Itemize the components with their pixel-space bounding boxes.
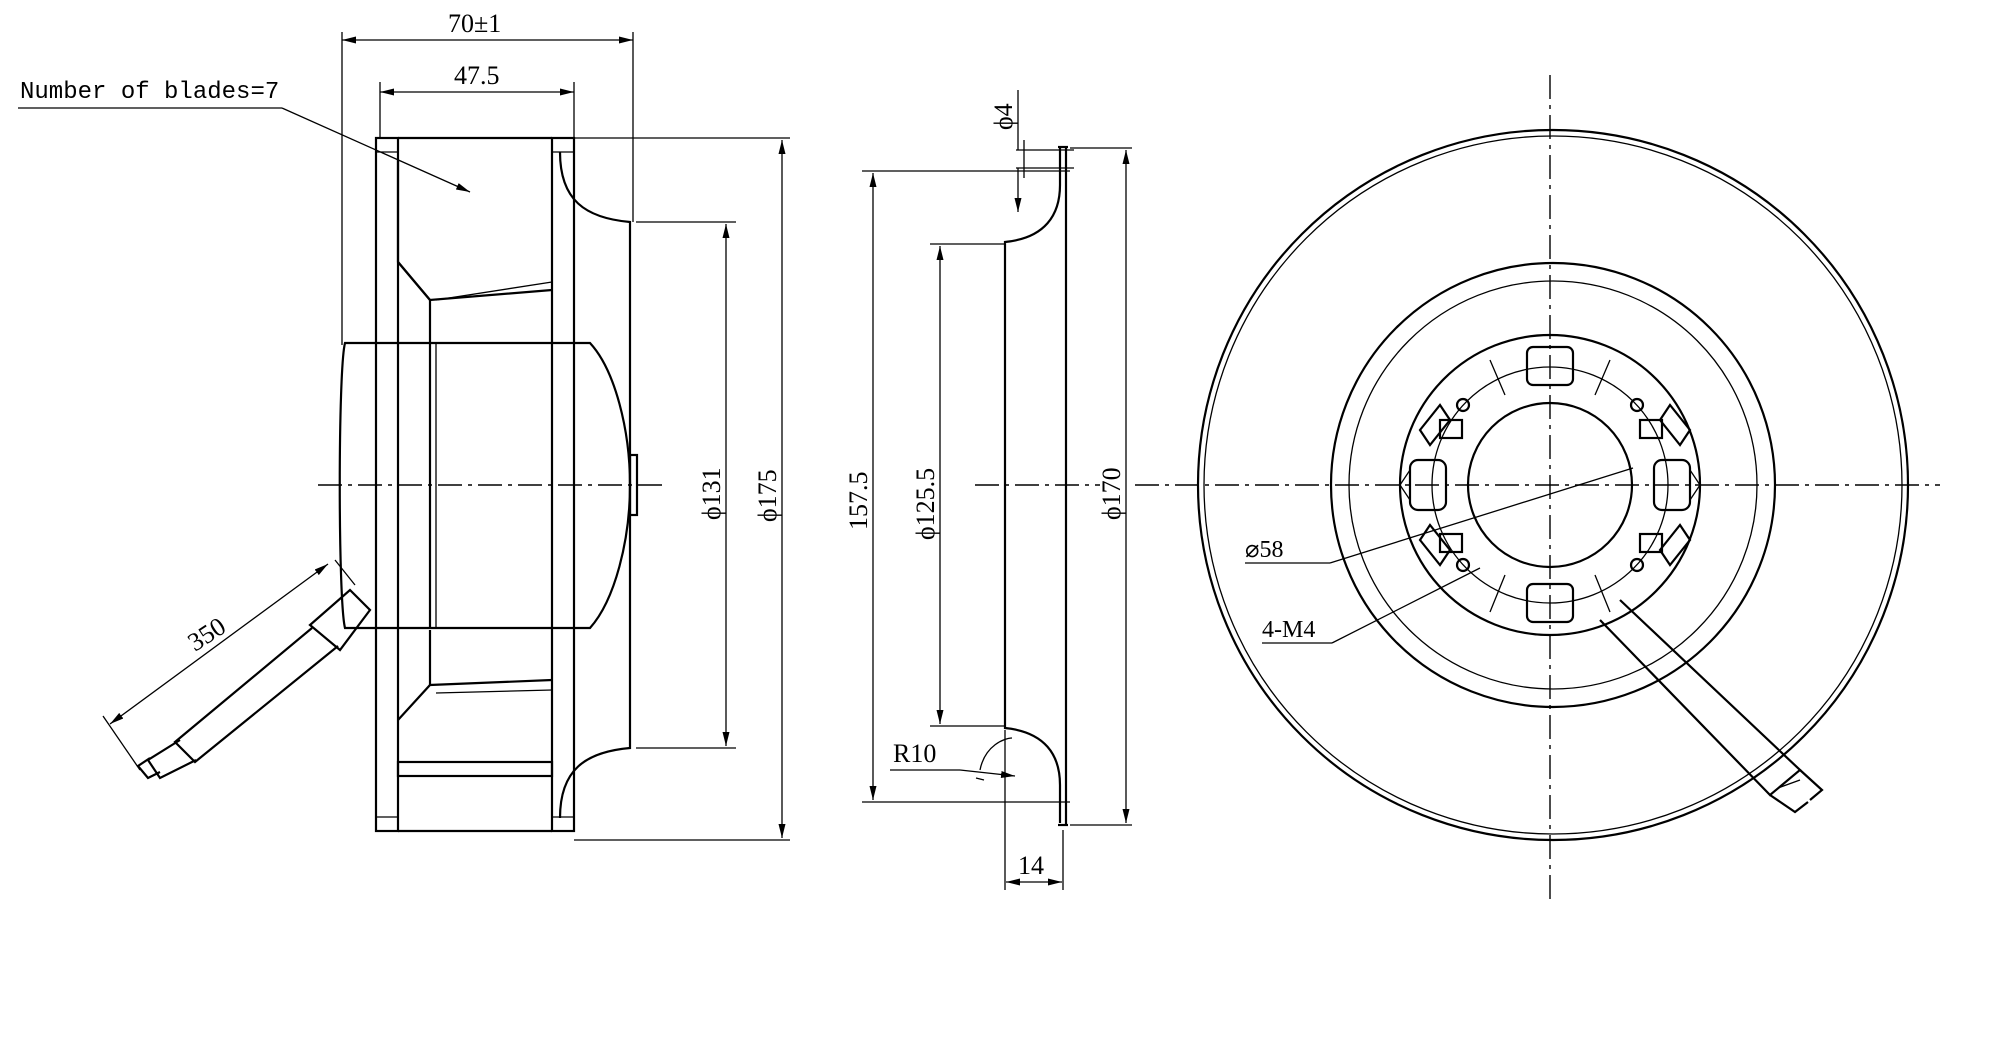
impeller-back-plate (374, 136, 400, 833)
overall-depth-label: 70±1 (448, 9, 501, 38)
blade-top (396, 160, 553, 302)
blade-strip (396, 760, 554, 778)
inner-diameter-label: ϕ131 (697, 467, 726, 520)
inlet-ring-section: 157.5 ϕ125.5 ϕ170 ϕ4 R10 14 (844, 90, 1132, 890)
ring-outer-diameter-label: ϕ170 (1097, 467, 1126, 520)
shroud-circle (1329, 261, 1777, 709)
impeller-depth-label: 47.5 (454, 61, 500, 90)
front-view: ⌀58 4-M4 (1135, 75, 1940, 900)
shaft-tip (628, 453, 639, 517)
side-view: 350 Number of blades=7 70±1 47.5 ϕ131 ϕ1… (18, 9, 790, 841)
blade-bottom (397, 678, 553, 721)
ring-width-label: 14 (1018, 851, 1044, 880)
outer-ring-circle (1196, 128, 1910, 842)
sheet-thickness-label: ϕ4 (989, 103, 1018, 130)
thread-label: 4-M4 (1262, 617, 1315, 643)
hub-details (1399, 345, 1701, 624)
flange-height-label: 157.5 (844, 472, 873, 531)
ring-inner-diameter-label: ϕ125.5 (911, 468, 940, 540)
blades-note: Number of blades=7 (20, 79, 279, 106)
motor-body (338, 341, 632, 630)
front-cable (1599, 599, 1824, 814)
cable-length-label: 350 (182, 611, 231, 657)
center-bore (1466, 401, 1634, 569)
impeller-front-rim (550, 136, 576, 833)
hole-diameter-label: ⌀58 (1245, 537, 1283, 563)
outer-diameter-label: ϕ175 (753, 469, 782, 522)
radius-label: R10 (893, 739, 936, 768)
